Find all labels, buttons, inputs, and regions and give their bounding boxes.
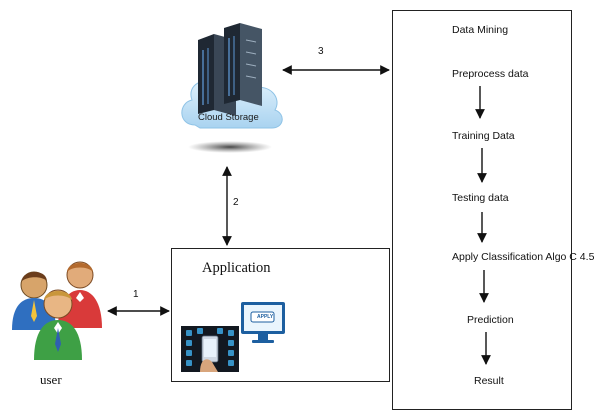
application-box: [171, 248, 390, 382]
monitor-icon: [241, 302, 285, 343]
step-result: Result: [474, 375, 504, 387]
flow-arrows: [475, 86, 491, 365]
users-group-icon: [12, 261, 102, 360]
step-training: Training Data: [452, 130, 515, 142]
arrow-2-label: 2: [233, 197, 239, 208]
cloud-storage-icon: [181, 23, 283, 153]
diagram-graphics: [12, 23, 491, 372]
application-title: Application: [202, 260, 271, 276]
cloud-storage-label: Cloud Storage: [198, 112, 259, 123]
step-testing: Testing data: [452, 192, 509, 204]
step-classification: Apply Classification Algo C 4.5: [452, 251, 594, 263]
step-prediction: Prediction: [467, 314, 514, 326]
user-label: user: [40, 372, 62, 387]
diagram-canvas: Application APPLY Cloud Storage user 3 2…: [12, 10, 594, 410]
apply-badge: APPLY: [257, 314, 274, 320]
arrow-3-label: 3: [318, 46, 324, 57]
server-rack-icon: [198, 23, 262, 116]
step-preprocess: Preprocess data: [452, 68, 529, 80]
arrow-1-label: 1: [133, 289, 139, 300]
step-data-mining: Data Mining: [452, 24, 509, 36]
mobile-phone-icon: [181, 326, 239, 372]
